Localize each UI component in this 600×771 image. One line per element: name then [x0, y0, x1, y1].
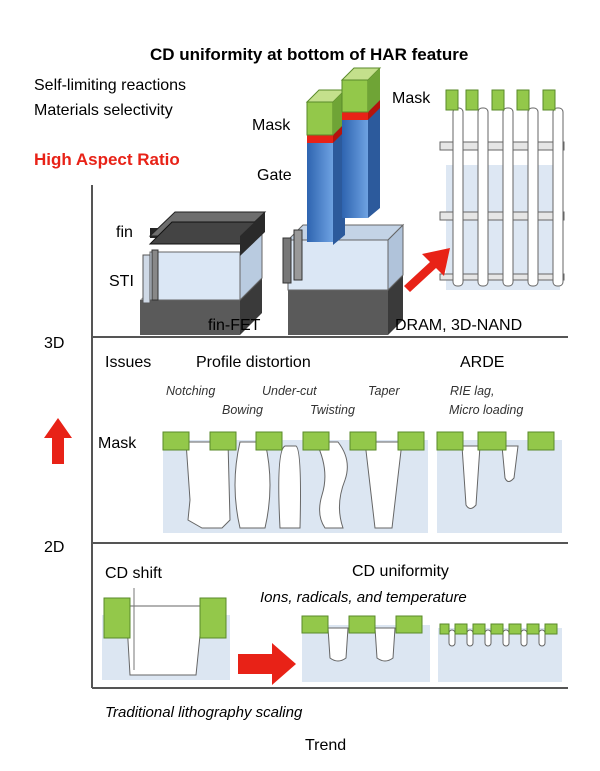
frame [91, 185, 568, 689]
cd-shift-heading: CD shift [105, 565, 162, 582]
issues-mask-label: Mask [98, 435, 137, 452]
cd-shift-trench [102, 588, 230, 680]
note-materials: Materials selectivity [34, 102, 173, 119]
micro-loading-label: Micro loading [449, 403, 523, 417]
profile-distortion-trenches [162, 431, 428, 533]
ions-heading: Ions, radicals, and temperature [260, 589, 467, 606]
arde-heading: ARDE [460, 354, 504, 371]
note-self-limiting: Self-limiting reactions [34, 77, 186, 94]
dram-3dnand-structure [404, 89, 565, 320]
dense-trenches [438, 623, 562, 682]
bowing-label: Bowing [222, 403, 263, 417]
mask-dram-label: Mask [392, 90, 431, 107]
issues-heading: Issues [105, 354, 151, 371]
right-arrow-icon [238, 643, 296, 685]
label-3d: 3D [44, 335, 64, 352]
label-2d: 2D [44, 539, 64, 556]
undercut-label: Under-cut [262, 384, 317, 398]
notching-label: Notching [166, 384, 215, 398]
cd-uniformity-trenches [301, 615, 430, 682]
dram-3dnand-label: DRAM, 3D-NAND [395, 317, 522, 334]
har-label: High Aspect Ratio [34, 150, 180, 169]
up-arrow-icon [44, 418, 72, 464]
rie-lag-label: RIE lag, [450, 384, 494, 398]
gate-label: Gate [257, 167, 292, 184]
arde-trenches [436, 431, 562, 533]
twisting-label: Twisting [310, 403, 355, 417]
profile-distortion-heading: Profile distortion [196, 354, 311, 371]
fin-sti-structure [140, 211, 267, 335]
finfet-structure [282, 67, 405, 335]
traditional-scaling-label: Traditional lithography scaling [105, 704, 303, 721]
title: CD uniformity at bottom of HAR feature [150, 45, 468, 64]
finfet-label: fin-FET [208, 317, 261, 334]
fin-label: fin [116, 224, 133, 241]
mask-label: Mask [252, 117, 291, 134]
taper-label: Taper [368, 384, 400, 398]
sti-label: STI [109, 273, 134, 290]
cd-uniformity-heading: CD uniformity [352, 563, 449, 580]
trend-label: Trend [305, 737, 346, 754]
